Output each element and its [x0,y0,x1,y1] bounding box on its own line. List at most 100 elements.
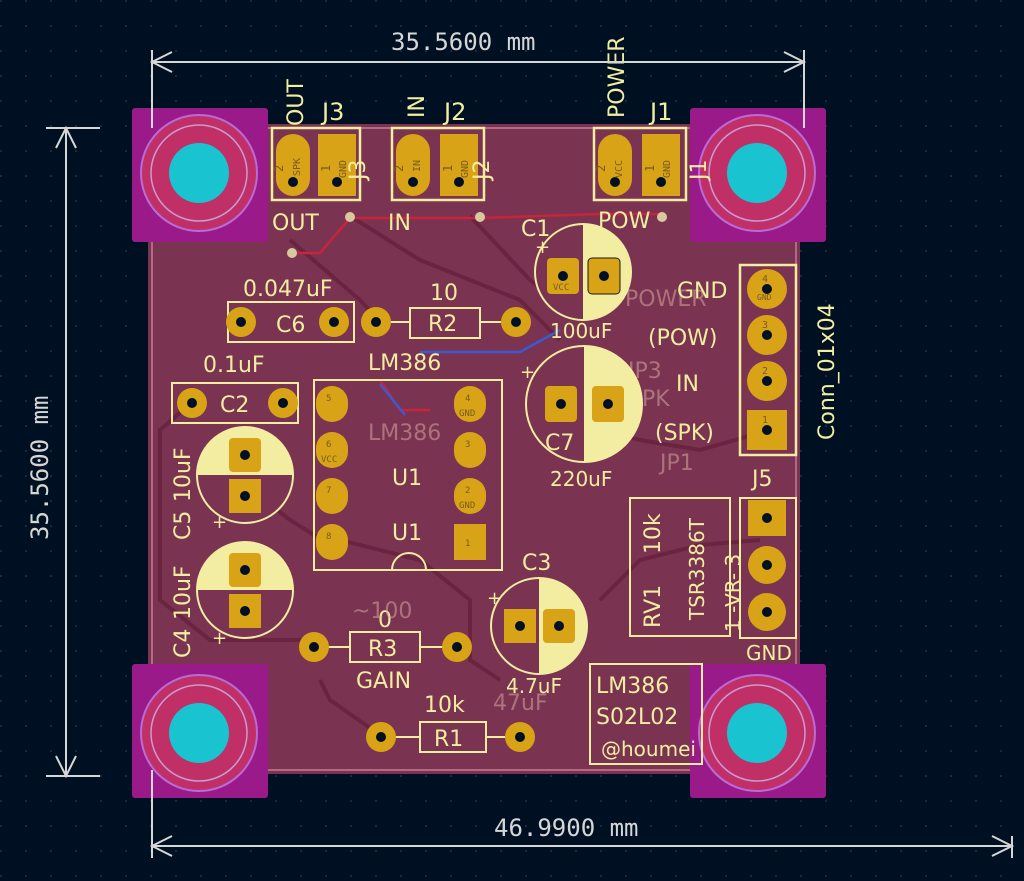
c3-ref: C3 [522,551,551,576]
c7-plus: + [520,362,535,383]
j2-pin2-net: IN [412,160,423,172]
c2-value: 0.1uF [203,353,265,378]
connector-j5[interactable]: 4 GND 3 2 1 GND (POW) IN (SPK) Conn_01x0… [648,263,840,492]
svg-text:GND: GND [459,409,475,419]
capacitor-c7[interactable]: + C7 220uF [520,345,643,491]
u1-value: LM386 [368,351,441,376]
c4-ref: C4 [171,629,196,658]
r3-value: 0 [378,608,392,633]
svg-text:7: 7 [326,486,331,496]
j3-ref-rotated: J3 [346,160,371,183]
j5-label-spk: (SPK) [655,421,714,446]
svg-text:5: 5 [326,394,331,404]
r3-label: GAIN [356,669,411,694]
rv1-part: TSR3386T [685,517,709,621]
j2-pin1-net: GND [460,160,471,178]
dimension-top [149,50,807,128]
j2-pin1-number: 1 [441,165,455,172]
resistor-r3[interactable]: R3 0 ~100 GAIN [299,599,472,694]
ic-u1[interactable]: 5 6 VCC 7 8 4 GND 3 2 GND 1 LM386 LM386 … [313,351,503,571]
svg-text:2: 2 [762,366,768,377]
c1-plus: + [535,237,550,258]
svg-text:VCC: VCC [553,283,569,293]
r2-value: 10 [430,281,458,306]
connector-j2[interactable]: 2 IN 1 GND IN J2 J2 IN [388,95,495,236]
c5-value: 10uF [171,447,196,502]
r1-ref: R1 [434,727,463,752]
mounting-hole-bl [132,664,268,798]
c6-ref: C6 [276,313,305,338]
svg-text:JP1: JP1 [658,451,694,476]
svg-text:6: 6 [326,440,331,450]
front-traces [290,212,662,416]
rv1-value: 10k [641,513,666,554]
svg-text:VCC: VCC [321,455,337,465]
dimension-left [46,125,100,779]
rv1-ref: RV1 [641,585,666,628]
j2-net-label: IN [388,211,411,236]
svg-text:2: 2 [465,486,470,496]
j1-pin2-net: VCC [614,160,625,178]
j2-ref-rotated: J2 [470,160,495,183]
capacitor-c6[interactable]: C6 0.047uF [226,277,355,343]
r2-ref: R2 [428,312,457,337]
svg-text:LM386: LM386 [596,674,669,699]
u1-right-pins: 4 GND 3 2 GND 1 [454,386,486,560]
dimension-left-label: 35.5600 mm [26,396,54,541]
j2-ref: J2 [442,98,466,126]
svg-text:S02L02: S02L02 [596,705,678,730]
c1-value: 100uF [550,319,612,343]
capacitor-c4[interactable]: + C4 10uF [171,541,294,658]
c3-plus: + [487,588,502,609]
svg-text:GND: GND [459,501,475,511]
svg-text:8: 8 [326,532,331,542]
j3-ref: J3 [320,98,344,126]
mounting-hole-br [690,664,826,798]
resistor-r2[interactable]: R2 10 [361,281,531,339]
mounting-hole-tl [132,108,268,242]
potentiometer-rv1[interactable]: RV1 10k TSR3386T 1 -VR- 3 GND [629,497,797,665]
j3-pin1-net: GND [338,160,349,178]
j1-ref: J1 [648,98,672,126]
dimension-bottom-label: 46.9900 mm [494,814,639,842]
capacitor-c5[interactable]: + C5 10uF [171,426,294,540]
svg-text:GND: GND [757,293,772,302]
j5-label-pow: (POW) [648,326,718,351]
j3-pin2-number: 2 [272,165,286,172]
c4-plus: + [212,628,227,649]
j2-pin2-number: 2 [392,165,406,172]
svg-text:4: 4 [762,274,768,285]
j3-pin2-net: SPK [292,158,303,176]
dimension-top-label: 35.5600 mm [391,28,536,56]
j1-pin1-number: 1 [643,165,657,172]
j3-pin1-number: 1 [319,165,333,172]
connector-j1[interactable]: 2 VCC 1 GND POWER J1 J1 POW [592,36,712,234]
resistor-r1[interactable]: R1 10k [366,693,535,753]
svg-text:@houmei: @houmei [601,737,696,761]
c2-ref: C2 [220,393,249,418]
j1-value: POWER [605,36,630,118]
connector-j3[interactable]: 2 SPK 1 GND OUT J3 J3 OUT [270,79,371,236]
r3-back-value: ~100 [352,599,412,624]
capacitor-c2[interactable]: C2 0.1uF [171,353,299,424]
capacitor-c1[interactable]: VCC + C1 100uF [521,217,632,343]
board-label: LM386 S02L02 @houmei [589,663,703,765]
capacitor-c3[interactable]: + C3 4.7uF [487,551,588,698]
j5-value: Conn_01x04 [815,303,840,440]
c1-ref: C1 [521,217,550,242]
rv1-desc: 1 -VR- 3 [721,554,745,632]
j5-ref: J5 [750,467,773,492]
c5-plus: + [212,512,227,533]
dimension-bottom [149,770,1015,858]
vias [287,212,667,258]
svg-text:1: 1 [465,539,470,549]
u1-value-back: LM386 [368,421,441,446]
c3-value: 4.7uF [506,674,562,698]
c7-value: 220uF [550,467,612,491]
svg-text:POWER: POWER [625,287,707,312]
u1-left-pins: 5 6 VCC 7 8 [316,386,348,560]
c6-value: 0.047uF [243,277,333,302]
svg-text:1: 1 [762,415,768,426]
j1-pin2-number: 2 [594,165,608,172]
